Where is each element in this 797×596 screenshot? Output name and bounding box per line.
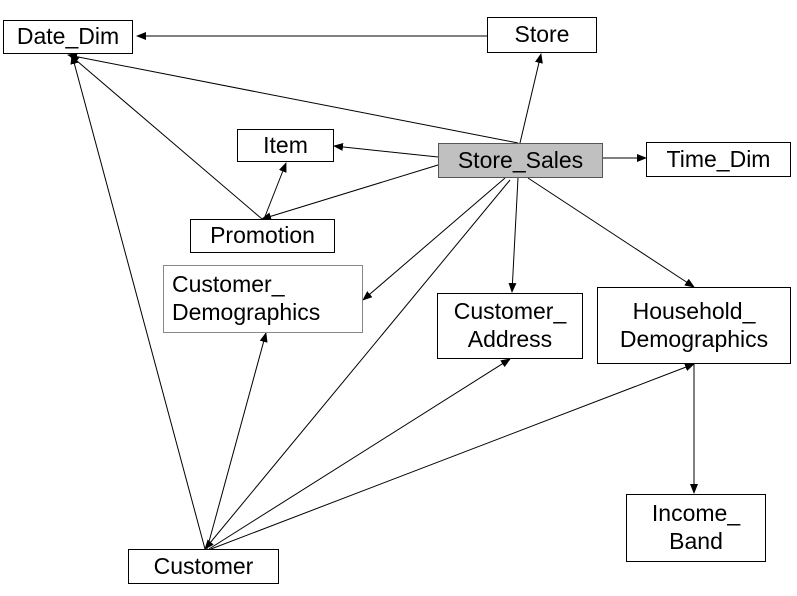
- edge-store-sales-to-store: [519, 53, 543, 144]
- node-store-sales[interactable]: Store_Sales: [438, 143, 603, 178]
- node-time-dim[interactable]: Time_Dim: [646, 142, 791, 177]
- edge-promotion-to-item: [263, 162, 287, 220]
- edge-store-sales-to-date-dim: [67, 52, 519, 144]
- edge-store-sales-to-customer-demographics: [362, 177, 506, 301]
- node-household-demographics[interactable]: Household_ Demographics: [597, 287, 791, 364]
- edge-customer-to-customer-demographics: [206, 332, 268, 550]
- node-item[interactable]: Item: [237, 129, 334, 162]
- node-customer[interactable]: Customer: [128, 549, 279, 584]
- edge-promotion-to-date-dim: [69, 54, 263, 220]
- edge-store-sales-to-customer: [204, 179, 511, 550]
- node-customer-demographics[interactable]: Customer_ Demographics: [163, 265, 363, 333]
- node-promotion[interactable]: Promotion: [190, 219, 335, 253]
- edge-customer-to-date-dim: [70, 54, 206, 550]
- node-store[interactable]: Store: [487, 17, 597, 53]
- edge-customer-to-customer-address: [208, 358, 511, 550]
- edge-store-sales-to-customer-address: [508, 177, 519, 293]
- edge-customer-to-household-demographics: [210, 363, 695, 550]
- edge-store-sales-to-item: [333, 142, 439, 158]
- node-date-dim[interactable]: Date_Dim: [3, 20, 133, 54]
- edge-store-sales-to-household-demographics: [527, 177, 695, 288]
- edge-store-sales-to-promotion: [261, 164, 439, 221]
- node-income-band[interactable]: Income_ Band: [626, 494, 766, 562]
- node-customer-address[interactable]: Customer_ Address: [437, 293, 583, 359]
